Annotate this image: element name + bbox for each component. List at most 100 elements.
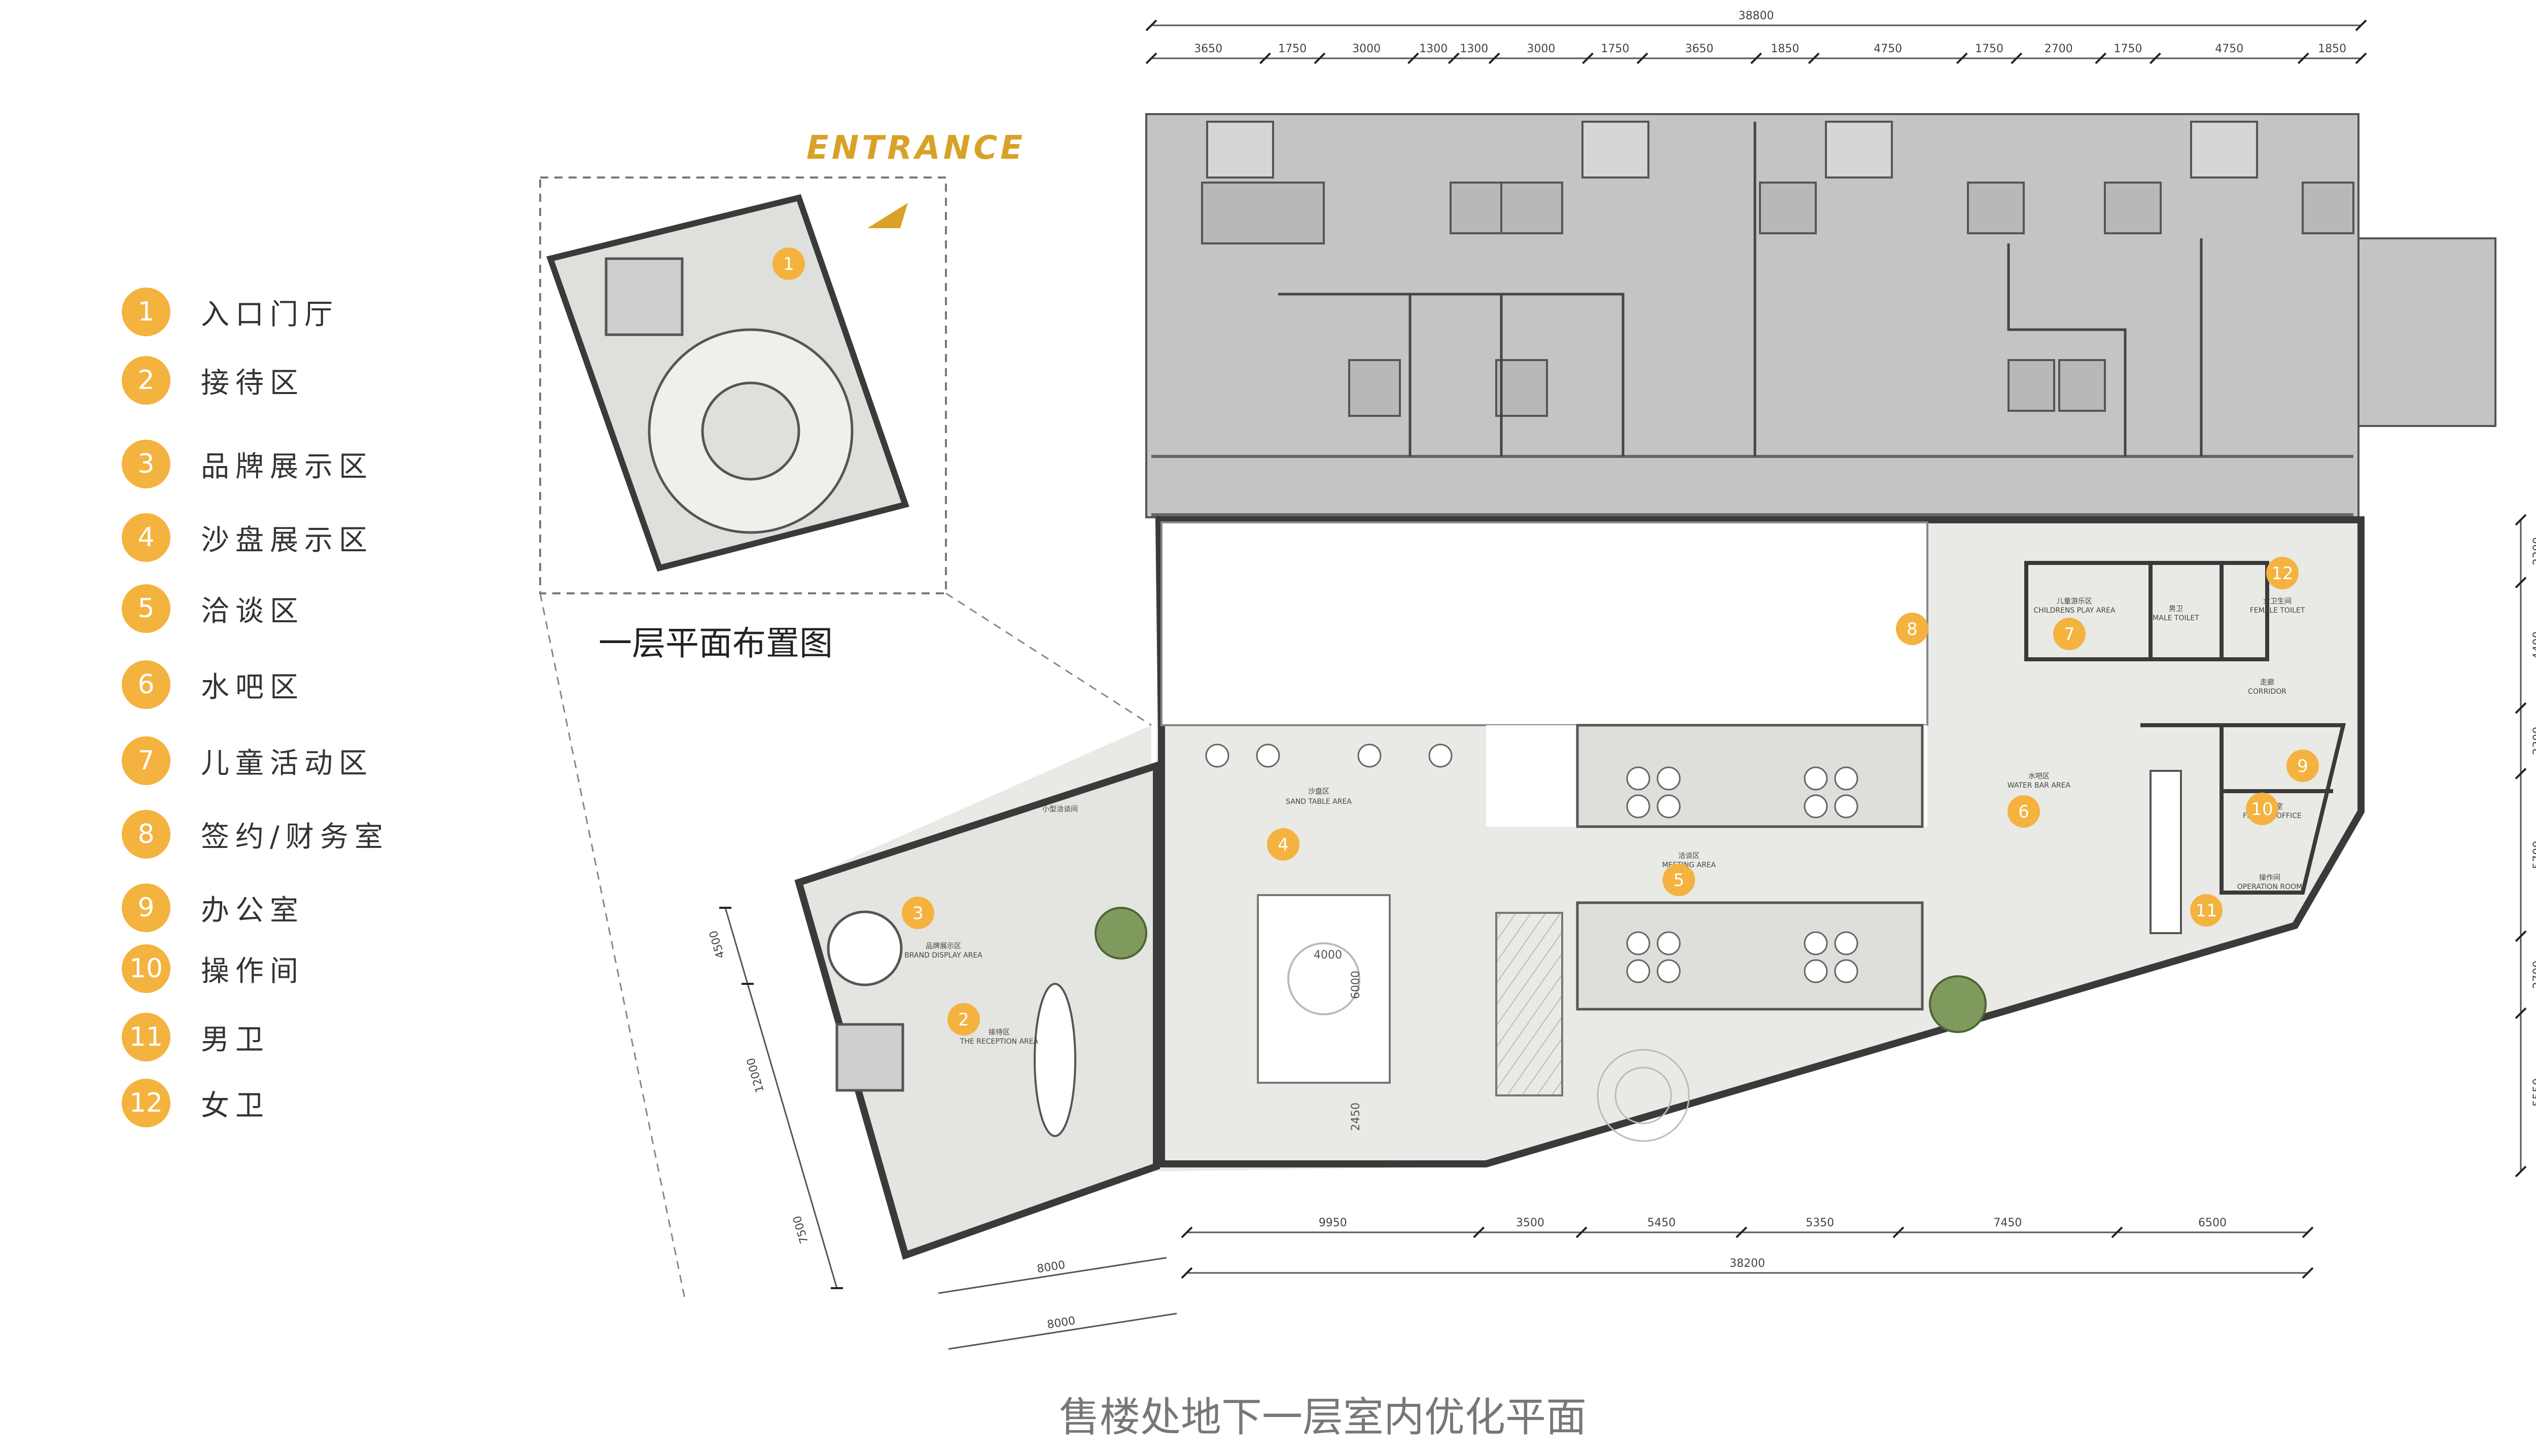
room-label-small-meeting: 小型洽谈间	[1042, 805, 1078, 813]
dim-label: 1300	[1419, 43, 1448, 55]
legend-badge: 9	[122, 883, 170, 932]
plan-marker: 7	[2053, 618, 2086, 650]
dim-label: 6500	[2198, 1217, 2227, 1229]
room-label-reception: 接待区	[989, 1028, 1010, 1037]
room-label-brand-en: BRAND DISPLAY AREA	[904, 951, 982, 960]
legend-badge: 3	[122, 440, 170, 488]
dim-label: 4400	[2531, 631, 2536, 659]
dim-line	[938, 1257, 1167, 1294]
entrance-label: ENTRANCE	[806, 129, 1026, 167]
dim-label: 2700	[2531, 961, 2536, 989]
plan-marker-badge	[2266, 557, 2299, 589]
legend-label: 沙盘展示区	[201, 523, 373, 557]
dim-tick	[2515, 1165, 2527, 1178]
plan-marker-num: 2	[958, 1010, 969, 1030]
dim-tick	[2355, 19, 2367, 31]
dim-label: 3650	[1194, 43, 1222, 55]
plan-marker-badge	[2190, 894, 2223, 927]
legend-badge: 4	[122, 513, 170, 562]
dim-label: 3650	[1685, 43, 1713, 55]
plan-marker: 11	[2190, 894, 2223, 927]
dim-label: 1300	[1460, 43, 1488, 55]
legend-item: 9 办公室	[122, 880, 304, 936]
legend-badge: 1	[122, 288, 170, 336]
plan-marker-num: 3	[912, 903, 924, 924]
room-label-female: 女卫生间	[2263, 597, 2292, 606]
dim-line	[724, 907, 838, 1289]
plan-marker: 2	[947, 1003, 980, 1036]
dim-tick	[1808, 52, 1820, 64]
plan-marker-badge	[902, 897, 934, 929]
left-dimension-chain: 4500 12000 7500	[708, 907, 843, 1289]
room-label-reception-en: THE RECEPTION AREA	[960, 1038, 1039, 1046]
legend-badge: 8	[122, 810, 170, 859]
dim-label: 1750	[2114, 43, 2142, 55]
dim-total: 38200	[1730, 1257, 1765, 1270]
dim-label: 7500	[791, 1214, 812, 1245]
existing-building-block	[1145, 113, 2496, 518]
plan-marker-num: 6	[2018, 802, 2029, 822]
sand-table-dims: 4000 6000 2450	[1314, 949, 1362, 1131]
dim-label: 2200	[2531, 537, 2536, 565]
legend-label: 操作间	[201, 954, 304, 988]
legend-badge: 10	[122, 944, 170, 993]
dim-tick	[1259, 52, 1271, 64]
legend-label: 水吧区	[201, 670, 304, 704]
plan-marker-badge	[2286, 750, 2319, 782]
dim-tick	[2011, 52, 2023, 64]
dim-tick	[1582, 52, 1594, 64]
meeting-furniture	[1205, 743, 1858, 983]
dim-label: 1750	[1278, 43, 1307, 55]
dim-tick	[2302, 1267, 2314, 1279]
room-label-corridor-en: CORRIDOR	[2248, 688, 2286, 696]
plan-marker-num: 9	[2297, 756, 2308, 776]
legend-label: 办公室	[201, 894, 304, 927]
plan-marker: 9	[2286, 750, 2319, 782]
dim-label: 1850	[1771, 43, 1799, 55]
plan-marker-num: 12	[2271, 563, 2293, 584]
legend-label: 儿童活动区	[201, 747, 373, 780]
dim-label: 4750	[2215, 43, 2243, 55]
dim-label: 1750	[1975, 43, 2003, 55]
plan-marker: 4	[1267, 828, 1299, 861]
legend-label: 品牌展示区	[201, 450, 373, 483]
dim-tick	[2111, 1226, 2123, 1238]
plan-marker-badge	[2053, 618, 2086, 650]
dim-total: 38800	[1739, 10, 1774, 22]
dim-tick	[2515, 768, 2527, 779]
room-label-brand: 品牌展示区	[926, 942, 961, 950]
inset-marker-badge	[772, 247, 805, 280]
dim-label: 9950	[1319, 1217, 1347, 1229]
legend-badge: 5	[122, 584, 170, 633]
svg-text:2450: 2450	[1350, 1103, 1362, 1131]
room-label-meeting: 洽谈区	[1678, 852, 1700, 860]
dim-label: 4500	[708, 929, 728, 960]
plan-marker-num: 10	[2251, 799, 2273, 820]
dim-label: 3000	[1527, 43, 1555, 55]
plan-marker-num: 8	[1907, 619, 1918, 640]
dim-label: 5700	[2531, 841, 2536, 869]
dim-tick	[1892, 1226, 1905, 1238]
plan-marker-num: 4	[1278, 835, 1289, 855]
dim-tick	[2297, 52, 2309, 64]
dim-tick	[2355, 52, 2367, 64]
svg-text:6000: 6000	[1350, 971, 1362, 999]
dim-label: 3000	[1352, 43, 1381, 55]
dim-tick	[1314, 52, 1326, 64]
dim-tick	[2095, 52, 2107, 64]
dim-label: 12000	[745, 1056, 767, 1094]
plan-marker-badge	[1267, 828, 1299, 861]
room-label-female-en: FEMALE TOILET	[2250, 607, 2305, 615]
dim-tick	[1750, 52, 1762, 64]
legend-badge: 2	[122, 356, 170, 405]
dim-label: 3500	[1516, 1217, 1544, 1229]
plan-marker-badge	[2246, 793, 2278, 825]
dim-tick	[1575, 1226, 1588, 1238]
